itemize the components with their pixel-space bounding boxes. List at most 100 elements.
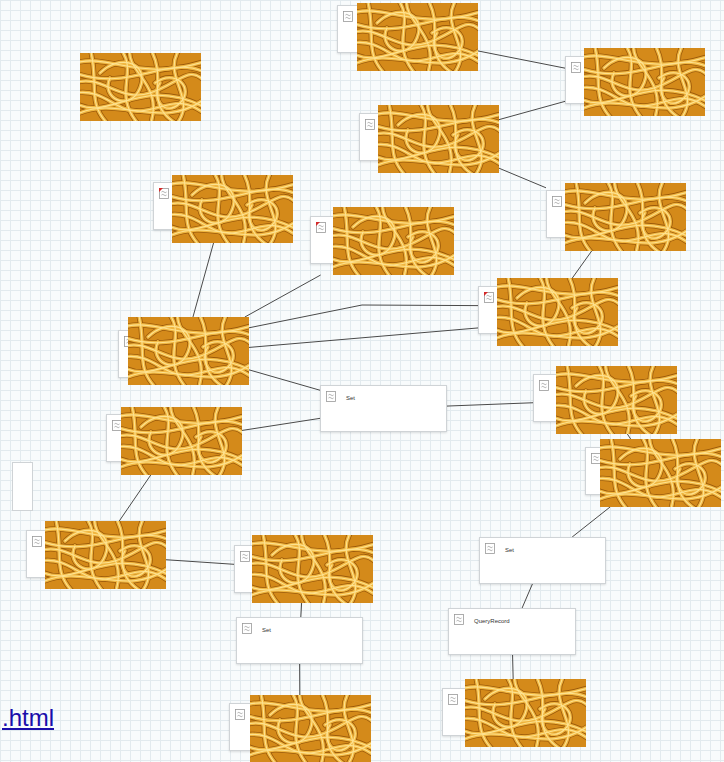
icon-frame bbox=[344, 12, 353, 22]
pasta-picture bbox=[357, 3, 478, 71]
processor-icon bbox=[365, 119, 375, 130]
connection-line bbox=[166, 560, 234, 565]
process-box: Set bbox=[479, 537, 606, 584]
icon-frame bbox=[540, 381, 549, 391]
pasta-picture bbox=[250, 695, 371, 762]
icon-frame bbox=[236, 710, 245, 720]
connection-line bbox=[245, 275, 321, 317]
icon-frame bbox=[241, 552, 250, 562]
icon-mark bbox=[245, 626, 250, 630]
pasta-picture bbox=[465, 679, 586, 747]
warning-mark bbox=[159, 188, 163, 192]
processor-box bbox=[229, 703, 339, 751]
processor-icon bbox=[235, 709, 245, 720]
pasta-picture bbox=[128, 317, 249, 385]
connection-line bbox=[499, 168, 546, 188]
processor-name: Set bbox=[346, 390, 355, 402]
processor-icon bbox=[485, 543, 495, 554]
pasta-picture bbox=[378, 105, 499, 173]
connection-line bbox=[447, 403, 533, 406]
process-box: Set bbox=[320, 385, 447, 432]
pasta-picture bbox=[172, 175, 293, 243]
processor-icon bbox=[242, 623, 252, 634]
icon-frame bbox=[366, 120, 375, 130]
processor-box bbox=[337, 5, 447, 53]
icon-frame bbox=[33, 537, 42, 547]
processor-box bbox=[442, 688, 552, 736]
processor-icon bbox=[484, 292, 494, 303]
pasta-picture bbox=[584, 48, 705, 116]
icon-mark bbox=[488, 546, 493, 550]
icon-mark bbox=[346, 14, 351, 18]
processor-box bbox=[359, 113, 469, 161]
pasta-picture bbox=[172, 175, 293, 243]
icon-mark bbox=[319, 225, 324, 229]
connection-line bbox=[512, 655, 514, 679]
pasta-picture bbox=[128, 317, 249, 385]
connection-line bbox=[499, 101, 565, 119]
icon-frame bbox=[317, 223, 326, 233]
link-text: .html bbox=[2, 704, 54, 732]
processor-icon bbox=[571, 62, 581, 73]
pasta-picture bbox=[556, 366, 677, 434]
icon-frame bbox=[553, 197, 562, 207]
connection-line bbox=[193, 243, 214, 317]
processor-name: Set bbox=[505, 542, 514, 554]
icon-mark bbox=[487, 295, 492, 299]
processor-icon bbox=[240, 551, 250, 562]
warning-mark bbox=[316, 222, 320, 226]
processor-box bbox=[234, 545, 344, 593]
pasta-picture bbox=[252, 535, 373, 603]
pasta-picture bbox=[556, 366, 677, 434]
processor-name: QueryRecord bbox=[474, 613, 510, 625]
processor-icon bbox=[343, 11, 353, 22]
pasta-picture bbox=[565, 183, 686, 251]
processor-icon bbox=[316, 222, 326, 233]
processor-name: Set bbox=[262, 622, 271, 634]
icon-mark bbox=[542, 383, 547, 387]
connection-line bbox=[572, 251, 591, 278]
pasta-picture bbox=[333, 207, 454, 275]
icon-mark bbox=[451, 697, 456, 701]
connection-line bbox=[249, 370, 320, 390]
icon-mark bbox=[238, 712, 243, 716]
pasta-picture bbox=[250, 695, 371, 762]
pasta-picture bbox=[121, 407, 242, 475]
processor-box bbox=[478, 286, 588, 334]
processor-icon bbox=[552, 196, 562, 207]
connection-line bbox=[522, 584, 532, 608]
pasta-picture bbox=[465, 679, 586, 747]
blank-box bbox=[13, 463, 33, 511]
icon-mark bbox=[457, 617, 462, 621]
processor-icon bbox=[448, 694, 458, 705]
icon-frame bbox=[449, 695, 458, 705]
icon-frame bbox=[572, 63, 581, 73]
pasta-picture bbox=[357, 3, 478, 71]
pasta-picture bbox=[75, 48, 206, 126]
icon-mark bbox=[35, 539, 40, 543]
icon-mark bbox=[368, 122, 373, 126]
icon-mark bbox=[329, 394, 334, 398]
pasta-picture bbox=[121, 407, 242, 475]
icon-frame bbox=[455, 615, 464, 625]
icon-frame bbox=[485, 293, 494, 303]
processor-box bbox=[26, 530, 136, 578]
pasta-picture bbox=[600, 439, 721, 507]
pasta-picture bbox=[333, 207, 454, 275]
warning-mark bbox=[484, 292, 488, 296]
pasta-picture bbox=[600, 439, 721, 507]
icon-frame bbox=[327, 392, 336, 402]
connection-line bbox=[242, 418, 320, 430]
pasta-picture bbox=[252, 535, 373, 603]
pasta-picture bbox=[584, 48, 705, 116]
pasta-picture bbox=[565, 183, 686, 251]
pasta-picture bbox=[45, 521, 166, 589]
process-box: QueryRecord bbox=[448, 608, 576, 655]
connection-line bbox=[249, 328, 478, 347]
processor-box bbox=[585, 447, 695, 495]
icon-mark bbox=[574, 65, 579, 69]
